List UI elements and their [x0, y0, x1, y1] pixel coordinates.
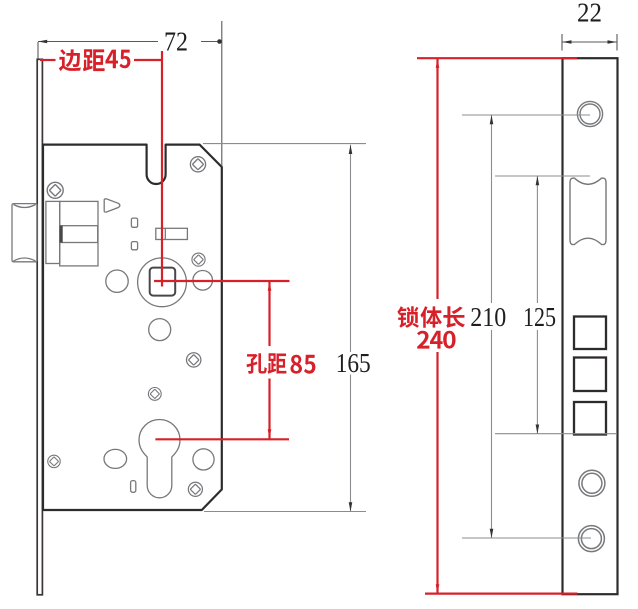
svg-text:22: 22	[577, 0, 602, 28]
svg-text:165: 165	[336, 348, 371, 378]
svg-text:210: 210	[470, 302, 506, 332]
svg-text:125: 125	[523, 302, 556, 332]
svg-text:72: 72	[164, 27, 188, 57]
